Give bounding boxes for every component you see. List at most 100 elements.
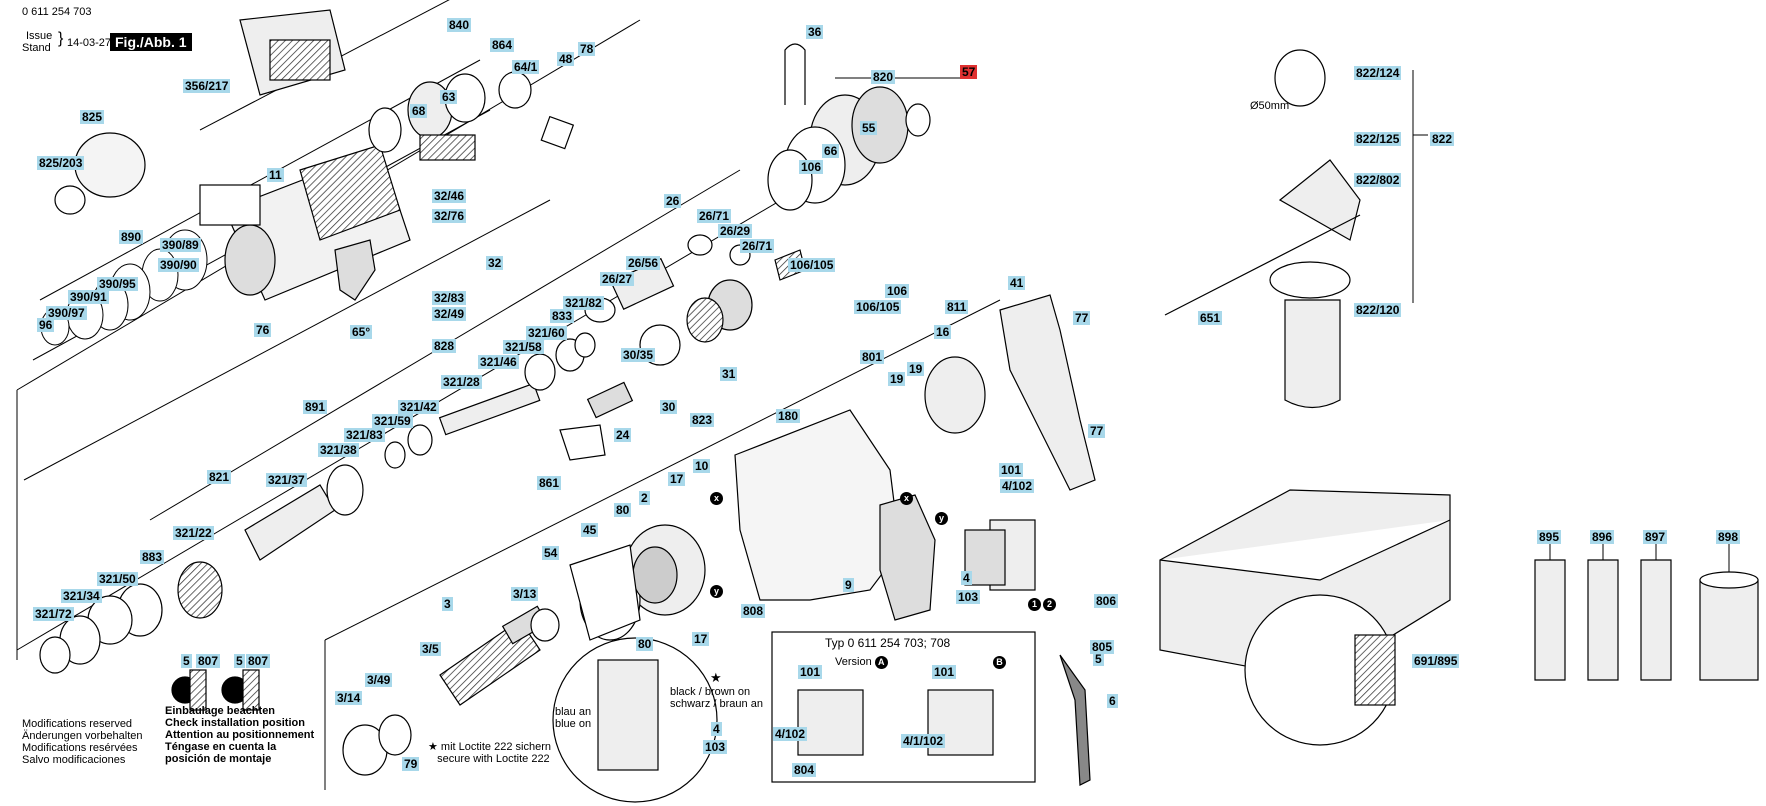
callout-label: 32/76 <box>432 209 467 223</box>
callout-label: 321/59 <box>372 414 413 428</box>
callout-label: 808 <box>741 604 766 618</box>
callout-label: 833 <box>550 309 575 323</box>
callout-label: 78 <box>578 42 596 56</box>
callout-label: 390/97 <box>46 306 87 320</box>
callout-label: 5 <box>1093 652 1104 666</box>
callout-label: 822/125 <box>1354 132 1402 146</box>
callout-label: 807 <box>196 654 221 668</box>
callout-label: 17 <box>668 472 686 486</box>
callout-label: 31 <box>720 367 738 381</box>
callout-label: 80 <box>636 637 654 651</box>
callout-label: 390/90 <box>158 258 199 272</box>
callout-label: 76 <box>254 323 272 337</box>
callout-label: 811 <box>945 300 969 314</box>
callout-label: 3/5 <box>420 642 441 656</box>
callout-label: 24 <box>614 428 632 442</box>
callout-label: 321/46 <box>478 355 519 369</box>
callout-label: 321/28 <box>441 375 482 389</box>
callout-label: 4/1/102 <box>901 734 946 748</box>
callout-label: 804 <box>792 763 817 777</box>
callout-label: 321/50 <box>97 572 138 586</box>
callout-label: 103 <box>956 590 981 604</box>
callout-label: 101 <box>999 463 1024 477</box>
brace: } <box>58 30 64 47</box>
callout-label: 55 <box>860 121 878 135</box>
callout-label: 321/34 <box>61 589 102 603</box>
callout-label: 77 <box>1073 311 1091 325</box>
callout-label: 390/91 <box>68 290 109 304</box>
callout-label: 4/102 <box>1000 479 1035 493</box>
callout-label: 805 <box>1090 640 1115 654</box>
version-a-bubble: A <box>874 656 888 669</box>
callout-label: 96 <box>37 318 55 332</box>
callout-label: 321/38 <box>318 443 359 457</box>
callout-label: 68 <box>410 104 428 118</box>
callout-label: 17 <box>692 632 710 646</box>
part-number: 0 611 254 703 <box>22 6 92 18</box>
callout-label: 807 <box>246 654 271 668</box>
wiring-note-1: black / brown on <box>670 686 751 698</box>
callout-label: 390/89 <box>160 238 201 252</box>
callout-label: 3/13 <box>511 587 539 601</box>
callout-label: 180 <box>776 409 801 423</box>
callout-label: 691/895 <box>1412 654 1460 668</box>
blue-note-2: blue on <box>555 718 592 730</box>
callout-label: 3/14 <box>335 691 363 705</box>
callout-label: 45 <box>581 523 599 537</box>
callout-label: 26/71 <box>697 209 732 223</box>
callout-label: 896 <box>1590 530 1615 544</box>
callout-label: 106/105 <box>854 300 902 314</box>
callout-label: 861 <box>537 476 562 490</box>
version-note: Version A <box>835 656 888 669</box>
version-text: Version <box>835 656 872 668</box>
callout-label: 864 <box>490 38 515 52</box>
callout-label: 321/72 <box>33 607 74 621</box>
callout-label: 32/83 <box>432 291 467 305</box>
typ-note: Typ 0 611 254 703; 708 <box>825 636 951 650</box>
callout-label: 3 <box>442 597 453 611</box>
callout-label: 32/46 <box>432 189 467 203</box>
callout-label: 321/22 <box>173 526 214 540</box>
callout-label: 19 <box>888 372 906 386</box>
callout-label: 10 <box>693 459 711 473</box>
callout-label: 26/71 <box>740 239 775 253</box>
callout-label: 5 <box>181 654 192 668</box>
issue-date: 14-03-27 <box>67 37 112 49</box>
callout-label: 825/203 <box>37 156 85 170</box>
callout-label: 4/102 <box>773 727 808 741</box>
callout-label: 883 <box>140 550 165 564</box>
bubble-2: 2 <box>1043 598 1056 611</box>
callout-label: 822/124 <box>1354 66 1402 80</box>
callout-label: 822/802 <box>1354 173 1402 187</box>
callout-label: 106 <box>885 284 910 298</box>
callout-label: 66 <box>822 144 840 158</box>
callout-label: 103 <box>703 740 728 754</box>
callout-label: 106 <box>799 160 824 174</box>
callout-label: 390/95 <box>97 277 138 291</box>
blue-note-1: blau an <box>555 706 592 718</box>
star-icon: ★ <box>710 670 722 685</box>
callout-label: 64/1 <box>512 60 540 74</box>
callout-label: 321/60 <box>526 326 567 340</box>
callout-label: 41 <box>1008 276 1026 290</box>
callout-label: 801 <box>860 350 885 364</box>
callout-label: 840 <box>447 18 472 32</box>
callout-label: 4 <box>961 571 972 585</box>
callout-label: 4 <box>711 722 722 736</box>
callout-label: 11 <box>267 168 284 182</box>
callout-label: 54 <box>542 546 560 560</box>
callout-label: 321/37 <box>266 473 307 487</box>
callout-label: 106/105 <box>788 258 836 272</box>
callout-label: 6 <box>1107 694 1118 708</box>
callout-label: 890 <box>119 230 144 244</box>
x-marker-2: x <box>900 492 913 505</box>
x-marker: x <box>710 492 723 505</box>
callout-label: 321/83 <box>344 428 385 442</box>
callout-label: 2 <box>639 491 650 505</box>
callout-label: 356/217 <box>183 79 231 93</box>
callout-label: 9 <box>843 578 854 592</box>
callout-label: 3/49 <box>365 673 393 687</box>
callout-label: 19 <box>907 362 925 376</box>
callout-label: 32/49 <box>432 307 467 321</box>
